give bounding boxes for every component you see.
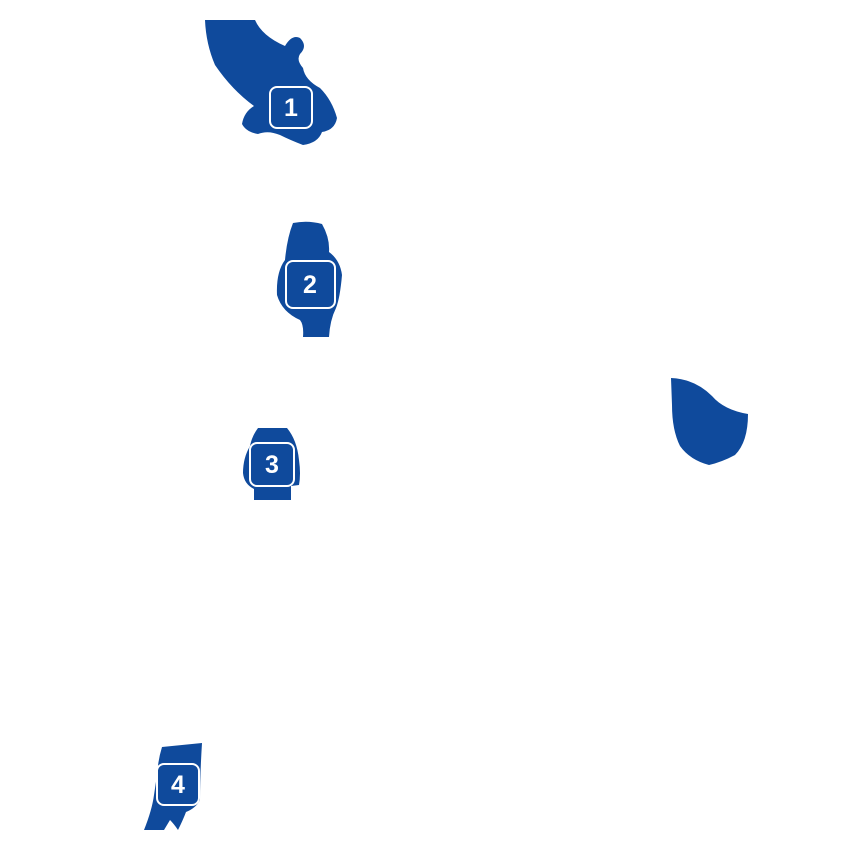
- region-1-badge: [269, 86, 313, 129]
- region-unlabeled[interactable]: [671, 378, 748, 465]
- region-3-label: 3: [265, 451, 279, 479]
- region-3[interactable]: 3: [243, 428, 300, 500]
- region-1[interactable]: 1: [205, 20, 337, 145]
- region-unlabeled-shape[interactable]: [671, 378, 748, 465]
- region-2[interactable]: 2: [276, 221, 342, 337]
- region-4-badge: [156, 763, 200, 806]
- region-2-badge: [285, 260, 336, 309]
- region-1-label: 1: [284, 94, 298, 122]
- region-4[interactable]: 4: [144, 743, 202, 830]
- region-3-badge: [249, 442, 295, 487]
- region-2-label: 2: [303, 271, 317, 299]
- region-4-label: 4: [171, 771, 185, 799]
